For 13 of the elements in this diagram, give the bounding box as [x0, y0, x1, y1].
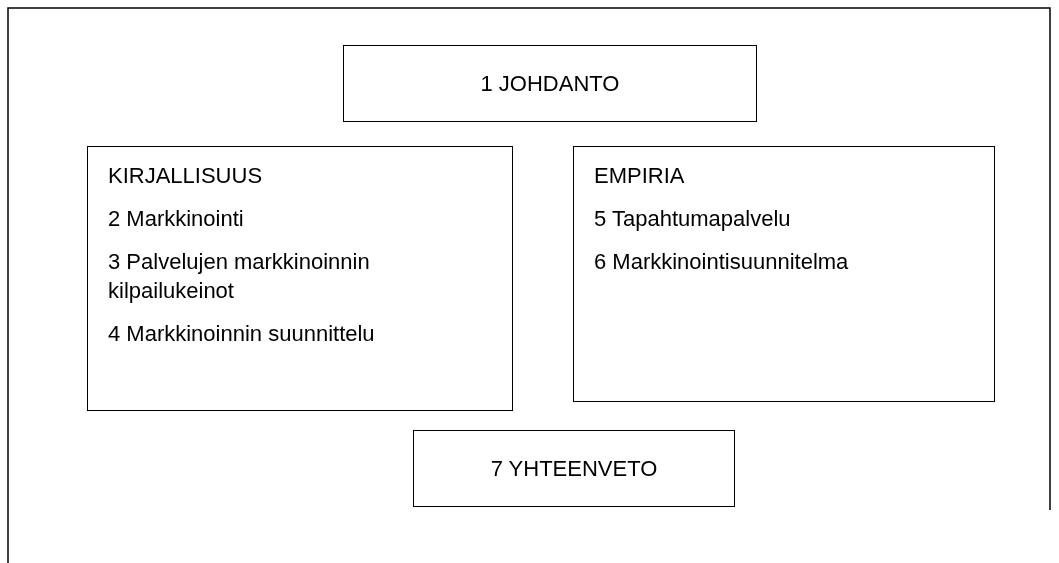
- chapter-item: 2 Markkinointi: [108, 205, 245, 233]
- section-heading: EMPIRIA: [594, 162, 686, 190]
- chapter-item: 5 Tapahtumapalvelu: [594, 205, 792, 233]
- chapter-box: [343, 45, 757, 122]
- chapter-title: 1 JOHDANTO: [480, 70, 620, 98]
- chapter-box: [413, 430, 735, 507]
- chapter-item: 6 Markkinointisuunnitelma: [594, 248, 850, 276]
- chapter-item: 4 Markkinoinnin suunnittelu: [108, 320, 376, 348]
- section-box: [573, 146, 995, 402]
- section-heading: KIRJALLISUUS: [108, 162, 264, 190]
- section-box: [87, 146, 513, 411]
- chapter-title: 7 YHTEENVETO: [490, 455, 658, 483]
- chapter-item: 3 Palvelujen markkinoinnin kilpailukeinot: [108, 248, 371, 305]
